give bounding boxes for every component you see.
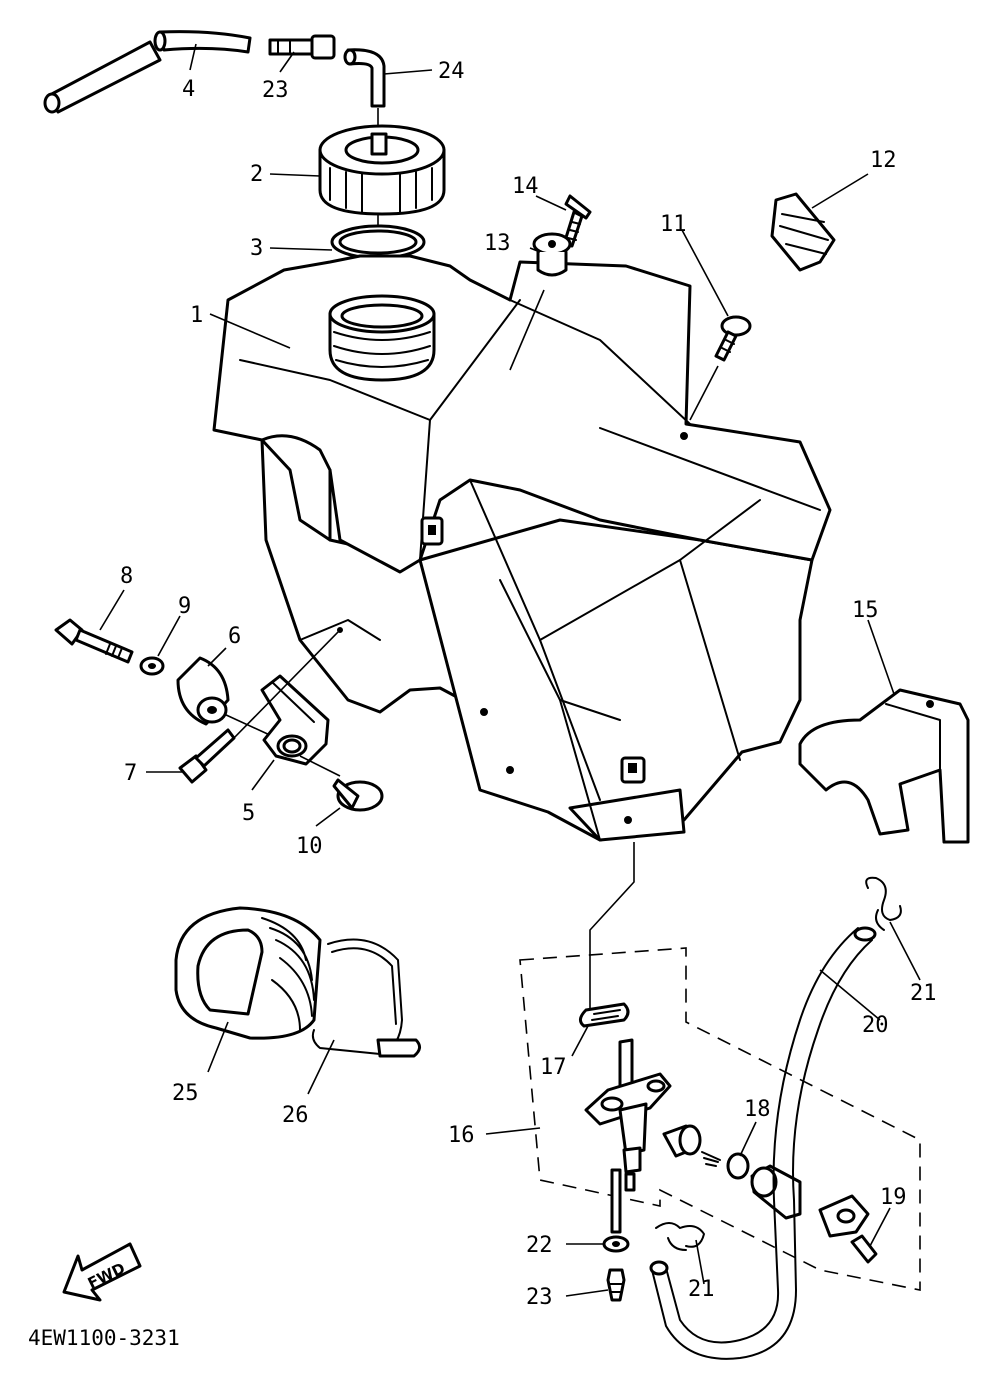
part-19-plate xyxy=(818,1194,878,1264)
callout-15: 15 xyxy=(852,598,879,623)
part-6-damper xyxy=(176,656,230,726)
part-8-bolt xyxy=(54,618,134,664)
callout-19: 19 xyxy=(880,1185,907,1210)
part-21-clip-upper xyxy=(865,876,902,931)
part-27-band xyxy=(311,938,421,1058)
part-14-screw xyxy=(562,194,592,248)
part-13-damper xyxy=(532,232,572,277)
part-23-screw xyxy=(606,1268,626,1302)
fuel-cock-knob-parts xyxy=(662,1124,802,1220)
callout-24: 23 xyxy=(262,78,289,103)
callout-5: 5 xyxy=(242,801,255,826)
part-9-washer xyxy=(139,656,165,676)
part-3-cap-gasket xyxy=(330,224,426,260)
callout-7: 7 xyxy=(124,761,137,786)
callout-8: 8 xyxy=(120,564,133,589)
callout-21-lower: 21 xyxy=(688,1277,715,1302)
callout-14: 14 xyxy=(512,174,539,199)
callout-6: 6 xyxy=(228,624,241,649)
part-15-tank-cover xyxy=(798,688,970,844)
callout-16: 16 xyxy=(448,1123,475,1148)
part-26-sleeve xyxy=(174,906,322,1040)
part-12-clip xyxy=(770,192,836,272)
callout-11: 11 xyxy=(660,212,687,237)
part-7-bolt xyxy=(178,728,236,784)
callout-26: 25 xyxy=(172,1081,199,1106)
fuel-cock-body xyxy=(584,1038,672,1234)
fuel-cock-assembly-boundary xyxy=(519,947,921,1291)
callout-3: 3 xyxy=(250,236,263,261)
callout-12: 12 xyxy=(870,148,897,173)
drawing-code: 4EW1100-3231 xyxy=(28,1326,180,1350)
callout-2: 2 xyxy=(250,162,263,187)
callout-1: 1 xyxy=(190,303,203,328)
part-24-breather-joint xyxy=(268,34,336,60)
part-4-breather-hose xyxy=(43,30,252,114)
callout-17: 17 xyxy=(540,1055,567,1080)
part-10-collar xyxy=(332,778,384,812)
callout-10: 10 xyxy=(296,834,323,859)
part-11-screw xyxy=(714,315,752,362)
callout-20: 20 xyxy=(862,1013,889,1038)
callout-25: 24 xyxy=(438,59,465,84)
callout-23: 23 xyxy=(526,1285,553,1310)
part-2-tank-cap xyxy=(318,124,446,216)
part-17-gasket xyxy=(579,1002,630,1028)
callout-4: 4 xyxy=(182,77,195,102)
callout-22: 22 xyxy=(526,1233,553,1258)
callout-9: 9 xyxy=(178,594,191,619)
callout-18: 18 xyxy=(744,1097,771,1122)
fwd-arrow-icon: FWD xyxy=(62,1242,142,1302)
part-25-elbow-pipe xyxy=(343,48,386,108)
part-5-bracket xyxy=(260,674,330,766)
part-1-fuel-tank xyxy=(212,254,832,842)
callout-numbers: 4 23 24 2 3 1 14 13 11 12 15 8 9 6 7 5 1… xyxy=(120,59,937,1310)
callout-21-upper: 21 xyxy=(910,981,937,1006)
part-22-washer xyxy=(602,1235,630,1253)
callout-leaders xyxy=(99,43,921,1297)
part-20-fuel-hose xyxy=(649,926,877,1360)
callout-27: 26 xyxy=(282,1103,309,1128)
callout-13: 13 xyxy=(484,231,511,256)
